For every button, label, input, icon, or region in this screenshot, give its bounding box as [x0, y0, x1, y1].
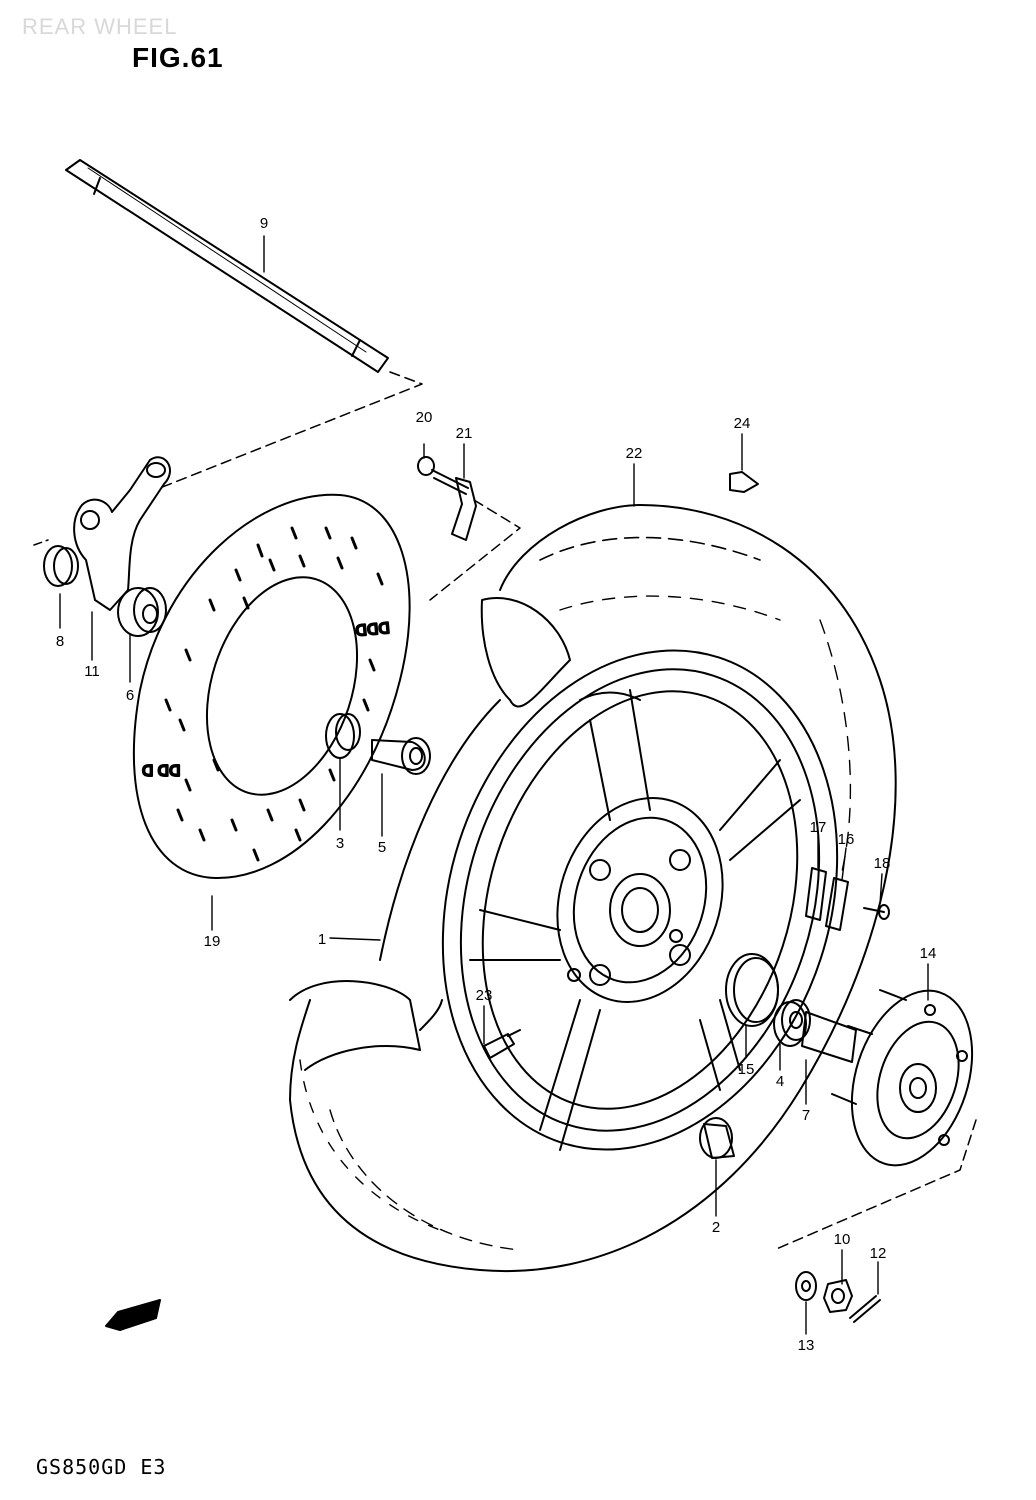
callout-17: 17: [810, 819, 827, 836]
rear-axle: [65, 159, 389, 373]
spacer-center: [371, 737, 431, 775]
bearing-sprocket-side: [773, 999, 811, 1047]
caliper-holder: [73, 456, 171, 611]
oil-seal: [725, 953, 779, 1027]
callout-1: 1: [318, 931, 326, 948]
callout-2: 2: [712, 1219, 720, 1236]
spacer-caliper: [117, 587, 167, 637]
axis-line-axle: [159, 371, 423, 489]
callout-3: 3: [336, 835, 344, 852]
callout-24: 24: [734, 415, 751, 432]
figure-title: FIG.61: [132, 42, 224, 73]
callout-6: 6: [126, 687, 134, 704]
model-code: GS850GD E3: [36, 1455, 167, 1479]
wheel-hub: [469, 689, 801, 1151]
callout-14: 14: [920, 945, 937, 962]
balancer-weight-17: [805, 867, 827, 921]
callout-22: 22: [626, 445, 643, 462]
callout-15: 15: [738, 1061, 755, 1078]
tire: [289, 504, 897, 1272]
leader-lines: [59, 235, 929, 1335]
section-header: REAR WHEEL: [22, 14, 178, 39]
axle-nut: [823, 1279, 853, 1313]
cotter-pin: [849, 1295, 881, 1323]
balancer-bolt: [863, 904, 890, 920]
washer: [795, 1271, 817, 1301]
callout-9: 9: [260, 215, 268, 232]
callout-19: 19: [204, 933, 221, 950]
fwd-arrow: [105, 1299, 161, 1331]
callout-18: 18: [874, 855, 891, 872]
svg-text:ᗡ ᗡᗡ: ᗡ ᗡᗡ: [142, 763, 181, 780]
callout-4: 4: [776, 1073, 784, 1090]
brake-disc: ᗡᗡᗡ ᗡ ᗡᗡ: [132, 493, 411, 880]
callout-21: 21: [456, 425, 473, 442]
callout-7: 7: [802, 1107, 810, 1124]
callout-23: 23: [476, 987, 493, 1004]
callout-13: 13: [798, 1337, 815, 1354]
disc-bolt: [417, 456, 469, 495]
axle-spacer: [801, 1011, 857, 1063]
lock-washer: [451, 477, 477, 541]
callout-8: 8: [56, 633, 64, 650]
spacer-left: [43, 545, 73, 587]
callout-10: 10: [834, 1231, 851, 1248]
callout-11: 11: [84, 663, 100, 680]
balancer-weight-16: [825, 877, 849, 931]
callout-20: 20: [416, 409, 433, 426]
svg-text:ᗡᗡᗡ: ᗡᗡᗡ: [355, 620, 391, 640]
callout-5: 5: [378, 839, 386, 856]
bearing-lower: [699, 1117, 735, 1159]
sprocket-drum: [831, 989, 974, 1167]
callout-16: 16: [838, 831, 855, 848]
balancer-weight-top: [729, 471, 759, 493]
callout-12: 12: [870, 1245, 887, 1262]
valve: [483, 1029, 521, 1059]
